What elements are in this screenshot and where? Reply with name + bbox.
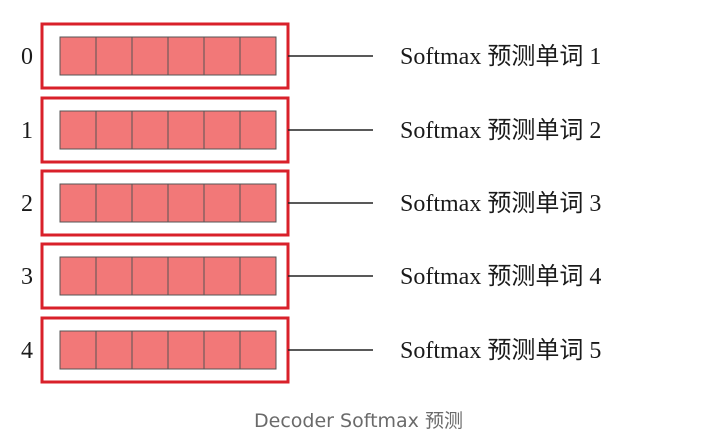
- row-index: 3: [21, 264, 33, 290]
- vector-cell: [167, 36, 205, 76]
- row-label: Softmax 预测单词 2: [400, 117, 601, 144]
- row-index: 2: [21, 191, 33, 217]
- decoder-row: 3 Softmax 预测单词 4: [21, 242, 601, 310]
- vector-cell: [239, 110, 277, 150]
- row-index: 4: [21, 338, 33, 364]
- vector-cell: [167, 183, 205, 223]
- vector-cell: [167, 110, 205, 150]
- vector-cell: [59, 256, 97, 296]
- vector-cell: [59, 330, 97, 370]
- vector-cell: [95, 330, 133, 370]
- figure-caption: Decoder Softmax 预测: [254, 410, 463, 432]
- row-label: Softmax 预测单词 1: [400, 43, 601, 70]
- vector-cell: [131, 36, 169, 76]
- decoder-row: 1 Softmax 预测单词 2: [21, 96, 601, 164]
- vector-cell: [131, 183, 169, 223]
- vector-cell: [239, 330, 277, 370]
- row-index: 1: [21, 118, 33, 144]
- vector-cell: [167, 330, 205, 370]
- row-label: Softmax 预测单词 4: [400, 263, 601, 290]
- decoder-row: 4 Softmax 预测单词 5: [21, 316, 601, 384]
- vector-cell: [239, 256, 277, 296]
- decoder-row: 2 Softmax 预测单词 3: [21, 169, 601, 237]
- vector-cell: [131, 256, 169, 296]
- vector-cell: [131, 110, 169, 150]
- vector-cell: [239, 183, 277, 223]
- vector-cell: [59, 36, 97, 76]
- vector-cell: [95, 36, 133, 76]
- vector-cell: [203, 256, 241, 296]
- vector-cell: [131, 330, 169, 370]
- vector-cell: [95, 183, 133, 223]
- vector-cell: [167, 256, 205, 296]
- vector-cell: [95, 110, 133, 150]
- row-index: 0: [21, 44, 33, 70]
- vector-cell: [203, 110, 241, 150]
- vector-cell: [239, 36, 277, 76]
- vector-cell: [203, 330, 241, 370]
- vector-cell: [203, 36, 241, 76]
- vector-cell: [95, 256, 133, 296]
- decoder-row: 0 Softmax 预测单词 1: [21, 22, 601, 90]
- vector-cell: [203, 183, 241, 223]
- row-label: Softmax 预测单词 5: [400, 337, 601, 364]
- vector-cell: [59, 183, 97, 223]
- row-label: Softmax 预测单词 3: [400, 190, 601, 217]
- vector-cell: [59, 110, 97, 150]
